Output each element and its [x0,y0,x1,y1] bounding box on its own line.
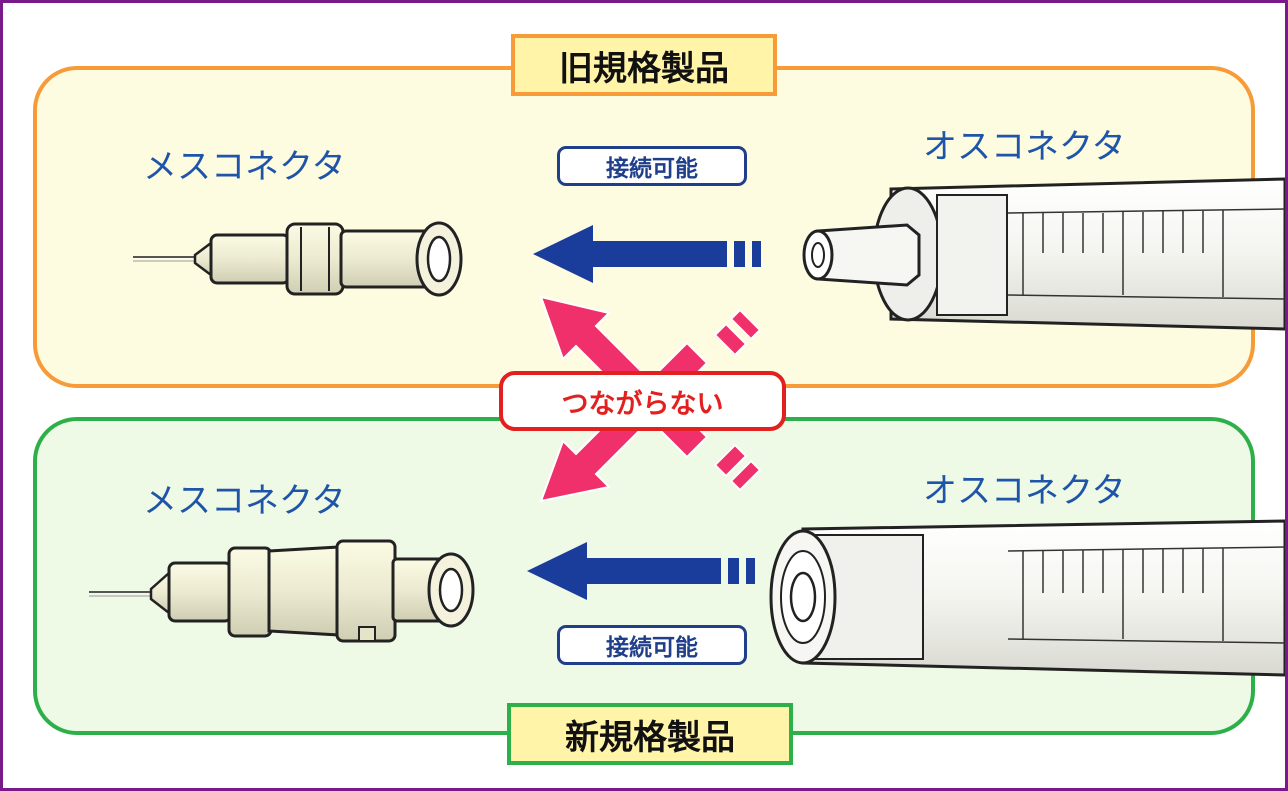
cannot-connect-badge: つながらない [499,371,786,431]
old-connect-possible-badge: 接続可能 [557,146,747,186]
old-male-connector-label: オスコネクタ [923,127,1126,167]
new-connect-arrow-icon [527,542,755,600]
old-male-connector-icon [802,177,1285,331]
old-connect-arrow-icon [533,225,761,283]
new-standard-title: 新規格製品 [507,703,793,765]
old-standard-title: 旧規格製品 [511,34,777,96]
new-female-connector-label: メスコネクタ [143,481,346,521]
new-male-connector-label: オスコネクタ [923,471,1126,511]
new-male-connector-icon [769,519,1285,677]
new-female-connector-icon [89,539,475,643]
new-connect-possible-badge: 接続可能 [557,625,747,665]
old-female-connector-label: メスコネクタ [143,147,346,187]
old-female-connector-icon [133,221,463,297]
